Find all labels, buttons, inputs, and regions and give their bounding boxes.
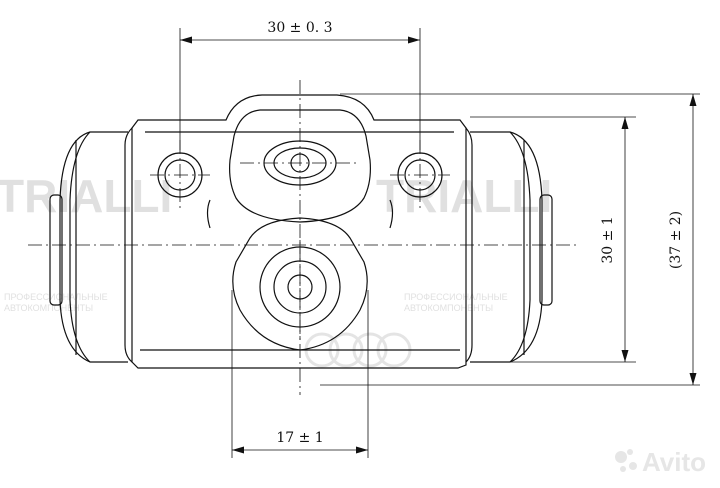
- watermark-brand-right: TRIALLI: [376, 170, 552, 222]
- left-piston-cap: [49, 131, 128, 363]
- dim-label-outer-height: (37 ± 2): [668, 211, 684, 269]
- watermark-tagline-left-2: АВТОКОМПОНЕНТЫ: [4, 303, 93, 313]
- avito-logo: Avito: [615, 447, 706, 477]
- lower-body-curve: [206, 199, 394, 229]
- trialli-watermark: TRIALLI TRIALLI ПРОФЕССИОНАЛЬНЫЕ АВТОКОМ…: [0, 170, 552, 368]
- dim-label-inner-height: 30 ± 1: [600, 216, 616, 263]
- right-piston-cap: [470, 131, 553, 363]
- avito-wordmark: Avito: [642, 447, 706, 477]
- watermark-brand-left: TRIALLI: [0, 170, 172, 222]
- center-lines: [28, 80, 580, 395]
- watermark-tagline-left-1: ПРОФЕССИОНАЛЬНЫЕ: [4, 292, 108, 302]
- dimension-lines: [179, 28, 700, 458]
- watermark-tagline-right-1: ПРОФЕССИОНАЛЬНЫЕ: [404, 292, 508, 302]
- housing-outline: [131, 94, 467, 369]
- center-boss: [229, 109, 371, 223]
- watermark-tagline-right-2: АВТОКОМПОНЕНТЫ: [404, 303, 493, 313]
- dim-label-bottom-width: 17 ± 1: [276, 430, 323, 446]
- dim-label-top-spacing: 30 ± 0. 3: [267, 20, 332, 36]
- dimension-arrows: [180, 36, 697, 454]
- avito-dots-icon: [615, 449, 637, 472]
